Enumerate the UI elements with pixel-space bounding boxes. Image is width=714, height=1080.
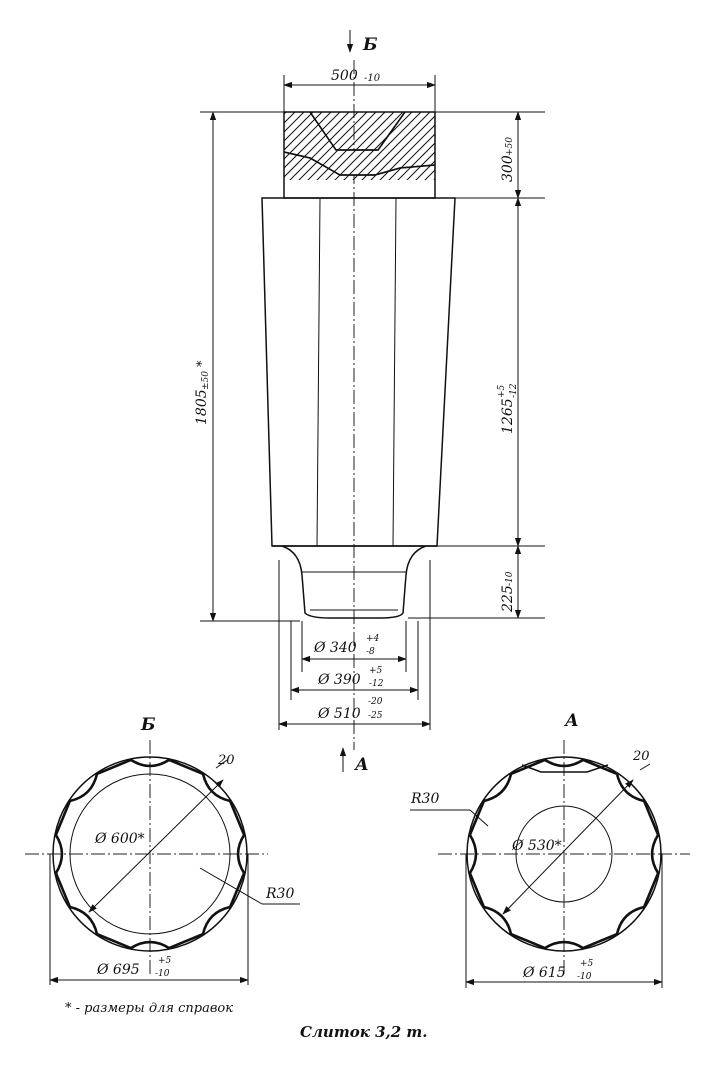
view-b: Б 20 Ø 600* R30 Ø 695 +5 -10 bbox=[25, 715, 300, 985]
svg-text:-12: -12 bbox=[509, 383, 519, 398]
svg-text:-12: -12 bbox=[369, 679, 384, 689]
svg-text:20: 20 bbox=[632, 749, 650, 764]
view-a: А 20 Ø 530* R30 Ø 615 +5 -10 bbox=[410, 711, 690, 988]
svg-text:Ø 600*: Ø 600* bbox=[94, 831, 145, 847]
view-a-title: А bbox=[563, 711, 579, 731]
svg-text:1265: 1265 bbox=[500, 398, 516, 434]
svg-text:-10: -10 bbox=[364, 73, 381, 84]
svg-text:+50: +50 bbox=[505, 137, 515, 156]
svg-text:+5: +5 bbox=[497, 384, 507, 398]
ingot-body bbox=[261, 197, 456, 547]
svg-text:-10: -10 bbox=[577, 972, 592, 982]
svg-text:+5: +5 bbox=[369, 666, 383, 676]
svg-text:R30: R30 bbox=[410, 791, 439, 807]
svg-text:Ø 615: Ø 615 bbox=[522, 965, 566, 981]
svg-text:225: 225 bbox=[500, 585, 516, 613]
dim-right-chain: 300 +50 1265 +5 -12 225 -10 bbox=[408, 111, 545, 619]
svg-text:-8: -8 bbox=[366, 647, 375, 657]
svg-text:+5: +5 bbox=[580, 959, 594, 969]
svg-text:-10: -10 bbox=[155, 969, 170, 979]
svg-text:Ø 530*: Ø 530* bbox=[511, 838, 562, 854]
svg-text:-10: -10 bbox=[505, 571, 515, 586]
head-hatching bbox=[284, 112, 435, 180]
view-b-title: Б bbox=[140, 715, 156, 735]
svg-text:Ø 510: Ø 510 bbox=[317, 706, 361, 722]
dim-bottom-diameters: Ø 340 +4 -8 Ø 390 +5 -12 Ø 510 -20 -25 bbox=[278, 560, 431, 730]
svg-text:300: 300 bbox=[500, 155, 516, 182]
svg-text:R30: R30 bbox=[265, 886, 294, 902]
section-b-marker: Б bbox=[362, 35, 378, 55]
svg-text:-25: -25 bbox=[368, 711, 383, 721]
svg-text:±50: ±50 bbox=[201, 371, 211, 390]
svg-text:500: 500 bbox=[331, 68, 358, 84]
drawing-caption: Слиток 3,2 т. bbox=[300, 1023, 428, 1041]
front-view: Б 500 bbox=[194, 30, 545, 775]
svg-text:Ø 390: Ø 390 bbox=[317, 672, 361, 688]
svg-text:+4: +4 bbox=[366, 634, 380, 644]
svg-text:*: * bbox=[195, 360, 210, 367]
svg-text:20: 20 bbox=[217, 753, 235, 768]
svg-text:1805: 1805 bbox=[194, 389, 210, 425]
svg-text:+5: +5 bbox=[158, 956, 172, 966]
svg-text:Ø 695: Ø 695 bbox=[96, 962, 140, 978]
reference-note: * - размеры для справок bbox=[65, 1001, 233, 1016]
ingot-foot bbox=[281, 545, 427, 619]
section-a-marker: А bbox=[353, 755, 369, 775]
svg-text:-20: -20 bbox=[368, 697, 383, 707]
svg-text:Ø 340: Ø 340 bbox=[313, 640, 357, 656]
dim-top-width: 500 -10 bbox=[283, 68, 436, 112]
dim-total-height: 1805 ±50 * bbox=[194, 111, 300, 622]
ingot-head bbox=[283, 111, 436, 199]
